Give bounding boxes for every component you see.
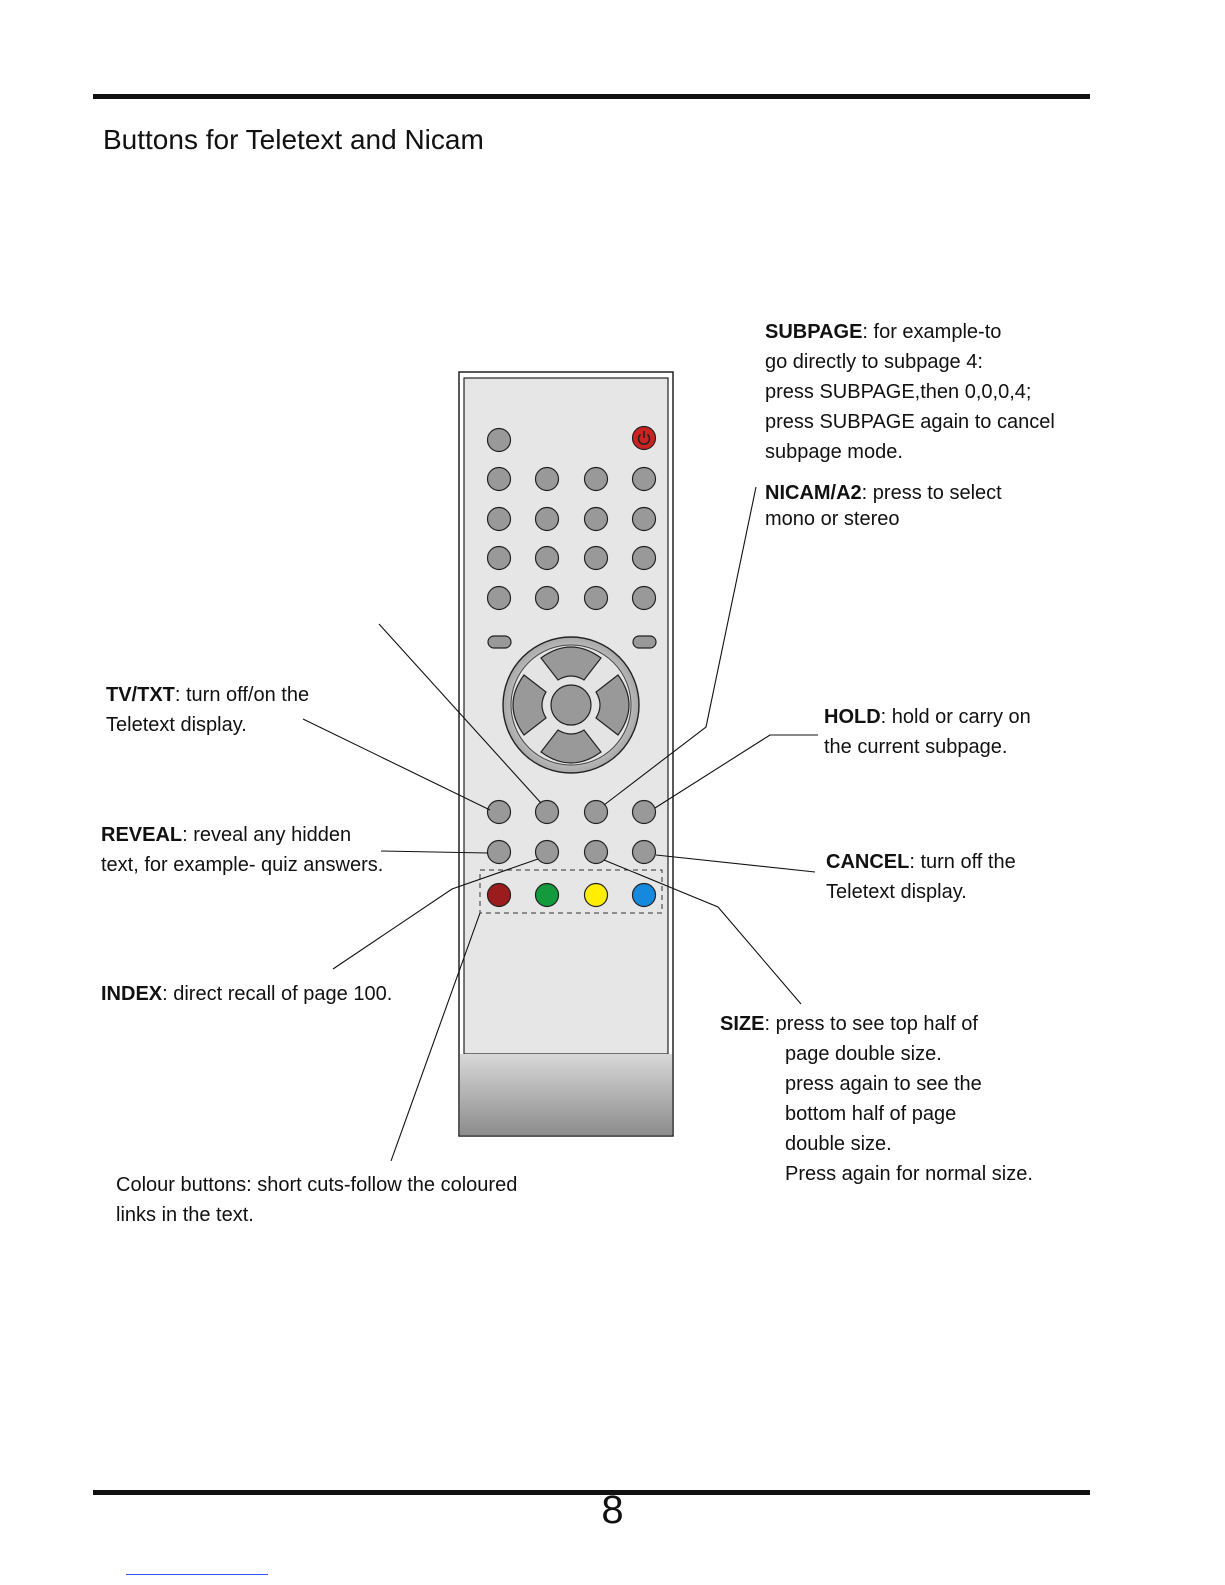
index-button[interactable]: [534, 839, 560, 865]
cancel-text-line: Teletext display.: [826, 881, 967, 903]
nicam-text-line: mono or stereo: [765, 508, 900, 530]
nicam-key: NICAM/A2: [765, 482, 862, 504]
ok-button: [550, 684, 592, 726]
leader-nicam: [603, 486, 757, 806]
size-text-line: page double size.: [785, 1043, 942, 1065]
size-text-line: Press again for normal size.: [785, 1163, 1033, 1185]
remote-button: [583, 585, 609, 611]
page-title: Buttons for Teletext and Nicam: [103, 124, 484, 155]
remote-button: [631, 506, 657, 532]
top-rule: [93, 94, 1090, 99]
cancel-button[interactable]: [631, 839, 657, 865]
hold-annotation: HOLD: hold or carry on the current subpa…: [824, 702, 1031, 762]
remote-button: [583, 545, 609, 571]
remote-button: [631, 545, 657, 571]
subpage-text-line: press SUBPAGE again to cancel: [765, 411, 1055, 433]
remote-button: [534, 466, 560, 492]
hold-button[interactable]: [631, 799, 657, 825]
tvtxt-text-line: Teletext display.: [106, 714, 247, 736]
remote-button: [583, 466, 609, 492]
index-key: INDEX: [101, 983, 163, 1005]
reveal-text-line: : reveal any hidden: [182, 824, 352, 846]
colour-text-line: links in the text.: [116, 1204, 254, 1226]
size-text-line: : press to see top half of: [764, 1013, 978, 1035]
cancel-key: CANCEL: [826, 851, 910, 873]
remote-button: [486, 466, 512, 492]
subpage-annotation: SUBPAGE: for example-to go directly to s…: [765, 317, 1055, 467]
footer-link-underline: [126, 1574, 268, 1575]
remote-button: [534, 585, 560, 611]
size-annotation: SIZE: press to see top half of page doub…: [720, 1009, 1033, 1189]
nicam-annotation: NICAM/A2: press to select mono or stereo: [765, 480, 1002, 532]
nav-down-arrow: [540, 729, 602, 764]
subpage-text-line: : for example-to: [862, 321, 1002, 343]
colour-text-line: Colour buttons: short cuts-follow the co…: [116, 1174, 518, 1196]
remote-button: [486, 545, 512, 571]
nicam-button[interactable]: [583, 799, 609, 825]
subpage-text-line: press SUBPAGE,then 0,0,0,4;: [765, 381, 1032, 403]
size-text-line: press again to see the: [785, 1073, 982, 1095]
subpage-key: SUBPAGE: [765, 321, 863, 343]
page-number: 8: [601, 1488, 624, 1532]
size-text-line: bottom half of page: [785, 1103, 957, 1125]
green-colour-button[interactable]: [534, 882, 560, 908]
hold-text-line: the current subpage.: [824, 736, 1008, 758]
nicam-text-line: : press to select: [861, 482, 1002, 504]
size-button[interactable]: [583, 839, 609, 865]
leader-subpage: [378, 623, 542, 804]
remote-button: [486, 585, 512, 611]
leader-cancel: [655, 854, 816, 873]
remote-button: [534, 545, 560, 571]
remote-button: [631, 466, 657, 492]
reveal-key: REVEAL: [101, 824, 183, 846]
colour-button-group: [479, 869, 663, 914]
leader-tvtxt: [302, 718, 491, 811]
subpage-text-line: go directly to subpage 4:: [765, 351, 983, 373]
remote-button: [583, 506, 609, 532]
reveal-button[interactable]: [486, 839, 512, 865]
remote-button: [486, 427, 512, 453]
remote-button: [534, 506, 560, 532]
index-annotation: INDEX: direct recall of page 100.: [101, 979, 392, 1009]
reveal-text-line: text, for example- quiz answers.: [101, 854, 384, 876]
tvtxt-text-line: : turn off/on the: [174, 684, 310, 706]
power-icon: [637, 431, 651, 446]
leader-hold: [654, 734, 818, 809]
blue-colour-button[interactable]: [631, 882, 657, 908]
cancel-annotation: CANCEL: turn off the Teletext display.: [826, 847, 1016, 907]
nav-up-arrow: [540, 646, 602, 681]
pill-button-right: [632, 635, 657, 649]
leader-colour: [390, 912, 481, 1162]
size-key: SIZE: [720, 1013, 765, 1035]
bottom-rule: [93, 1490, 1090, 1495]
colour-annotation: Colour buttons: short cuts-follow the co…: [116, 1170, 517, 1230]
leader-index: [332, 858, 539, 970]
tvtxt-button[interactable]: [486, 799, 512, 825]
nav-right-arrow: [595, 674, 630, 736]
hold-text-line: : hold or carry on: [880, 706, 1031, 728]
remote-button: [486, 506, 512, 532]
navigation-pad[interactable]: [502, 636, 640, 774]
reveal-annotation: REVEAL: reveal any hidden text, for exam…: [101, 820, 383, 880]
nav-left-arrow: [512, 674, 547, 736]
leader-size: [603, 859, 802, 1005]
leader-lines: [302, 486, 818, 1162]
tvtxt-key: TV/TXT: [106, 684, 175, 706]
size-text-line: double size.: [785, 1133, 892, 1155]
number-button-grid: [486, 466, 657, 611]
subpage-button[interactable]: [534, 799, 560, 825]
tvtxt-annotation: TV/TXT: turn off/on the Teletext display…: [106, 680, 309, 740]
cancel-text-line: : turn off the: [909, 851, 1016, 873]
pill-button-left: [487, 635, 512, 649]
power-button[interactable]: [631, 425, 657, 451]
red-colour-button[interactable]: [486, 882, 512, 908]
leader-reveal: [380, 850, 489, 854]
index-text-line: : direct recall of page 100.: [162, 983, 393, 1005]
yellow-colour-button[interactable]: [583, 882, 609, 908]
remote-button: [631, 585, 657, 611]
hold-key: HOLD: [824, 706, 881, 728]
subpage-text-line: subpage mode.: [765, 441, 903, 463]
